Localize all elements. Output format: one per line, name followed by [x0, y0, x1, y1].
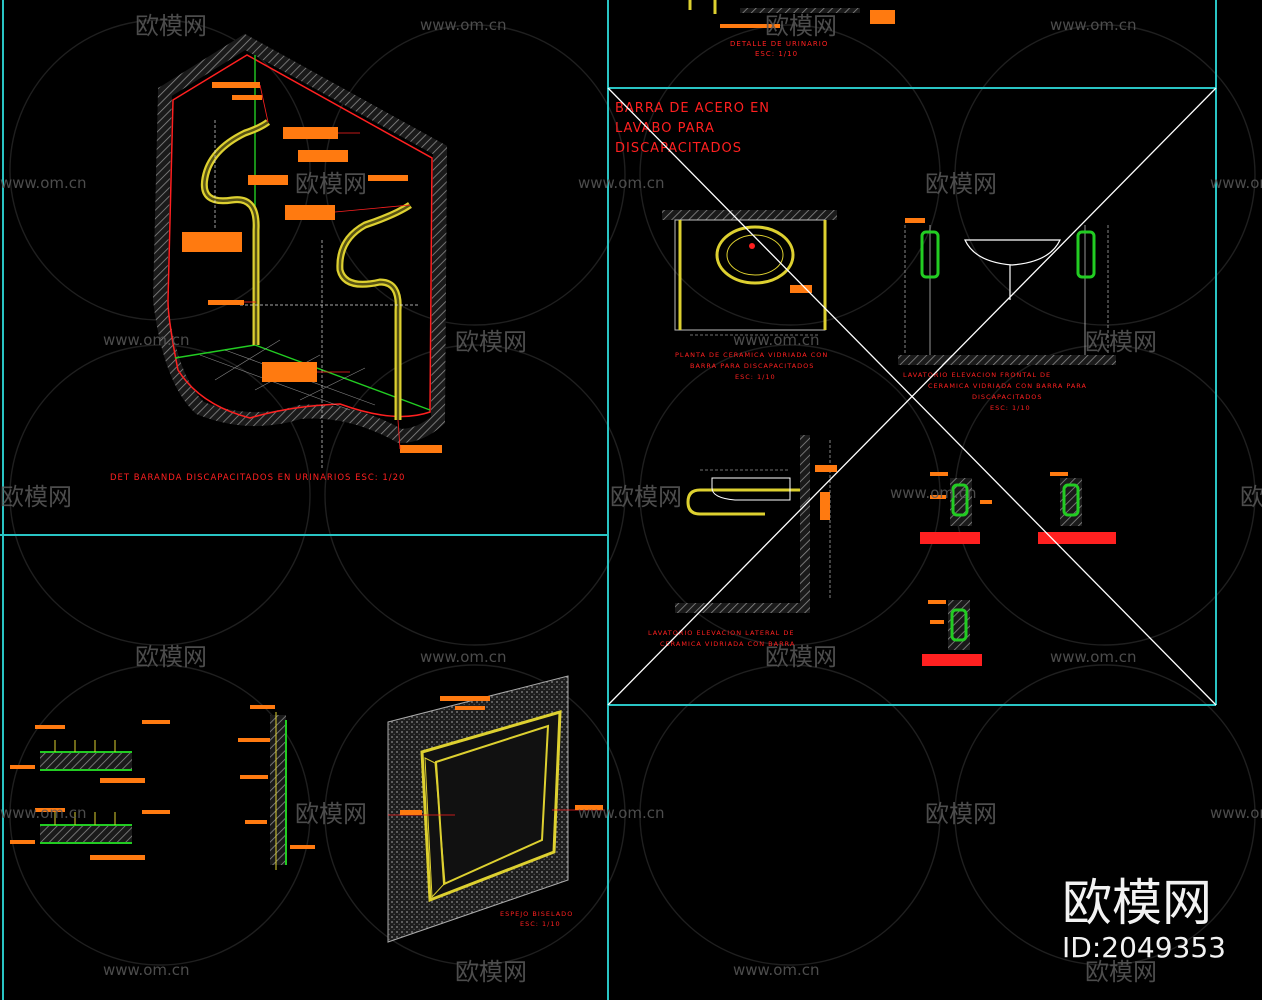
- bracket-details: [920, 472, 1116, 666]
- footer-brand: 欧模网: [1062, 874, 1212, 932]
- panel-title-line-1: BARRA DE ACERO EN: [615, 101, 770, 116]
- wm-brand: 欧模网: [1085, 958, 1157, 986]
- footer-id: ID:2049353: [1062, 931, 1226, 964]
- top-detail-caption-2: ESC: 1/10: [755, 50, 798, 58]
- wm-site: www.om.cn: [1210, 174, 1262, 192]
- wm-brand: 欧模网: [765, 643, 837, 671]
- wm-site: www.om.cn: [1050, 16, 1137, 34]
- sheet-frames: [0, 0, 1217, 1000]
- watermark-texts: www.om.cn www.om.cn www.om.cn www.om.cn …: [0, 12, 1262, 986]
- urinal-grab-bar-isometric: DET BARANDA DISCAPACITADOS EN URINARIOS …: [110, 33, 448, 483]
- wm-brand: 欧模网: [295, 170, 367, 198]
- wm-brand: 欧模网: [135, 12, 207, 40]
- horizontal-section-upper: [10, 720, 170, 783]
- mirror-caption-1: ESPEJO BISELADO: [500, 910, 573, 918]
- wm-site: www.om.cn: [1050, 648, 1137, 666]
- wm-site: www.om.cn: [733, 961, 820, 979]
- bottom-sections: ESPEJO BISELADO ESC: 1/10: [10, 675, 605, 943]
- lavatory-front-elevation: LAVATORIO ELEVACION FRONTAL DE CERAMICA …: [898, 218, 1116, 412]
- mirror-caption-2: ESC: 1/10: [520, 920, 561, 928]
- wm-brand: 欧模网: [455, 958, 527, 986]
- beveled-mirror-isometric: ESPEJO BISELADO ESC: 1/10: [387, 675, 605, 943]
- wm-site: www.om.cn: [578, 804, 665, 822]
- wm-brand: 欧模网: [0, 483, 72, 511]
- wm-site: www.om.cn: [420, 16, 507, 34]
- wm-site: www.om.cn: [578, 174, 665, 192]
- lavatory-panel: BARRA DE ACERO EN LAVABO PARA DISCAPACIT…: [607, 87, 1217, 706]
- horizontal-section-lower: [10, 808, 170, 860]
- top-detail-caption-1: DETALLE DE URINARIO: [730, 40, 828, 48]
- wm-brand: 欧模网: [295, 800, 367, 828]
- wm-brand: 欧模网: [925, 800, 997, 828]
- wm-brand: 欧模网: [135, 643, 207, 671]
- front-caption-2: CERAMICA VIDRIADA CON BARRA PARA: [928, 382, 1087, 390]
- wm-site: www.om.cn: [1210, 804, 1262, 822]
- wm-site: www.om.cn: [103, 961, 190, 979]
- wm-brand: 欧模网: [1240, 483, 1262, 511]
- plan-caption-2: BARRA PARA DISCAPACITADOS: [690, 362, 814, 370]
- wm-site: www.om.cn: [733, 331, 820, 349]
- panel-title-line-2: LAVABO PARA: [615, 121, 715, 136]
- side-caption-1: LAVATORIO ELEVACION LATERAL DE: [648, 629, 794, 637]
- top-partial-detail: DETALLE DE URINARIO ESC: 1/10: [688, 0, 895, 58]
- lavatory-side-elevation: LAVATORIO ELEVACION LATERAL DE CERAMICA …: [648, 435, 837, 648]
- plan-caption-1: PLANTA DE CERAMICA VIDRIADA CON: [675, 351, 828, 359]
- wm-site: www.om.cn: [0, 804, 87, 822]
- wm-site: www.om.cn: [420, 648, 507, 666]
- wm-site: www.om.cn: [103, 331, 190, 349]
- front-caption-4: ESC: 1/10: [990, 404, 1031, 412]
- wm-brand: 欧模网: [925, 170, 997, 198]
- wm-brand: 欧模网: [1085, 328, 1157, 356]
- panel-title-line-3: DISCAPACITADOS: [615, 141, 742, 156]
- urinal-detail-caption: DET BARANDA DISCAPACITADOS EN URINARIOS …: [110, 473, 405, 483]
- wm-site: www.om.cn: [0, 174, 87, 192]
- lavatory-plan-view: PLANTA DE CERAMICA VIDRIADA CON BARRA PA…: [662, 210, 837, 381]
- wm-site: www.om.cn: [890, 484, 977, 502]
- plan-caption-3: ESC: 1/10: [735, 373, 776, 381]
- front-caption-1: LAVATORIO ELEVACION FRONTAL DE: [903, 371, 1051, 379]
- side-caption-2: CERAMICA VIDRIADA CON BARRA: [660, 640, 795, 648]
- vertical-section: [238, 705, 315, 870]
- front-caption-3: DISCAPACITADOS: [972, 393, 1043, 401]
- wm-brand: 欧模网: [610, 483, 682, 511]
- wm-brand: 欧模网: [765, 12, 837, 40]
- wm-brand: 欧模网: [455, 328, 527, 356]
